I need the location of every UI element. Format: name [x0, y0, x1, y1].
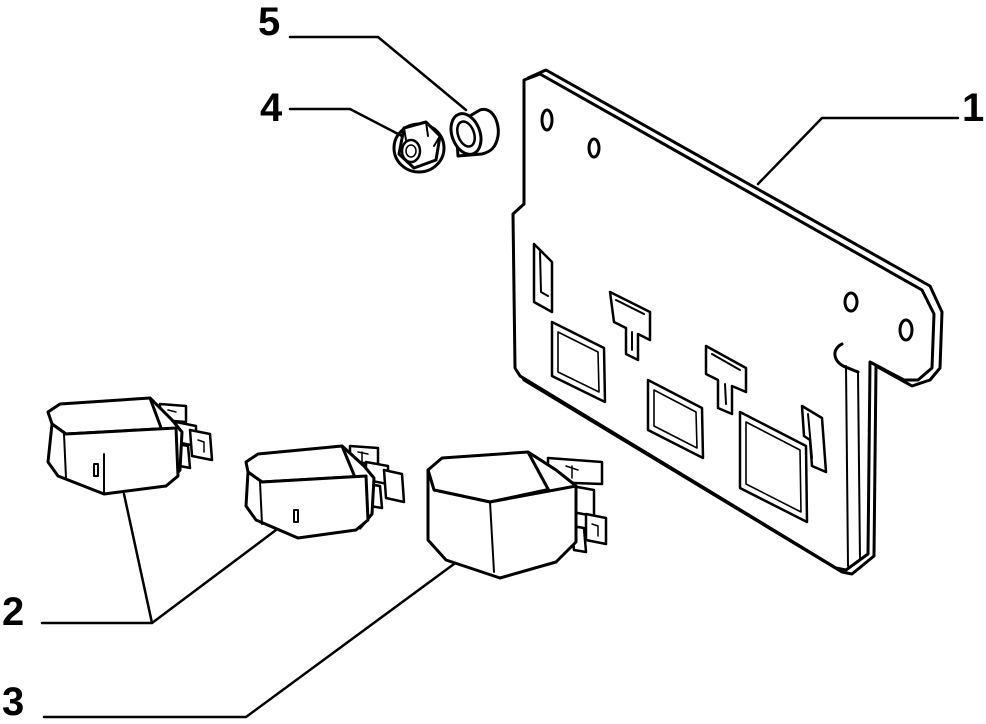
callout-number-1: 1 [962, 86, 985, 130]
leader-line-4 [288, 107, 404, 138]
leader-line-2 [40, 492, 278, 625]
relay-small-middle [244, 444, 406, 540]
callout-number-3: 3 [2, 680, 25, 724]
leader-line-1 [756, 116, 960, 186]
mounting-bracket-plate [511, 68, 944, 576]
leader-line-3 [42, 562, 456, 719]
relay-large [426, 450, 608, 580]
spacer-sleeve [449, 107, 500, 158]
relay-small-left [46, 396, 214, 496]
callout-number-2: 2 [2, 590, 25, 634]
leader-line-5 [288, 35, 468, 112]
leader-lines [40, 35, 960, 719]
callout-number-4: 4 [260, 86, 283, 130]
callout-number-5: 5 [258, 0, 281, 44]
hex-flange-nut [392, 120, 446, 174]
